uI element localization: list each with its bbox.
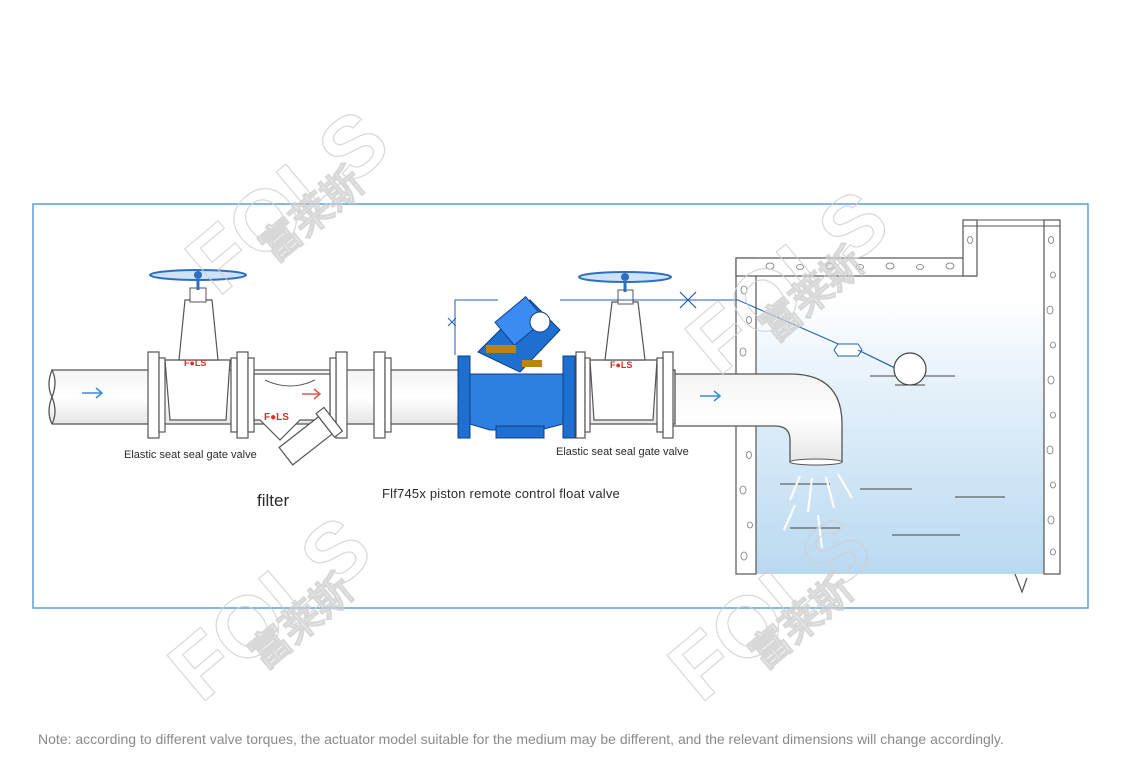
diagram-frame [32, 203, 1089, 609]
footnote: Note: according to different valve torqu… [38, 731, 1004, 747]
label-gate-valve-right: Elastic seat seal gate valve [556, 446, 689, 458]
label-filter: filter [257, 491, 290, 510]
y-filter [253, 373, 344, 466]
piston-float-valve [447, 291, 853, 439]
brand-mark-filter: F●LS [264, 412, 289, 423]
pipe-flanges [147, 351, 674, 439]
label-float-valve: Flf745x piston remote control float valv… [382, 486, 620, 501]
gate-valve-right [578, 271, 672, 421]
brand-mark-valve-right: F●LS [610, 360, 632, 370]
float-ball [833, 343, 927, 386]
brand-mark-valve-left: F●LS [184, 358, 206, 368]
label-gate-valve-left: Elastic seat seal gate valve [124, 449, 257, 461]
flow-arrows [82, 387, 722, 402]
gate-valve-left [149, 269, 247, 421]
watermark-text-1: FOLS [169, 92, 406, 313]
